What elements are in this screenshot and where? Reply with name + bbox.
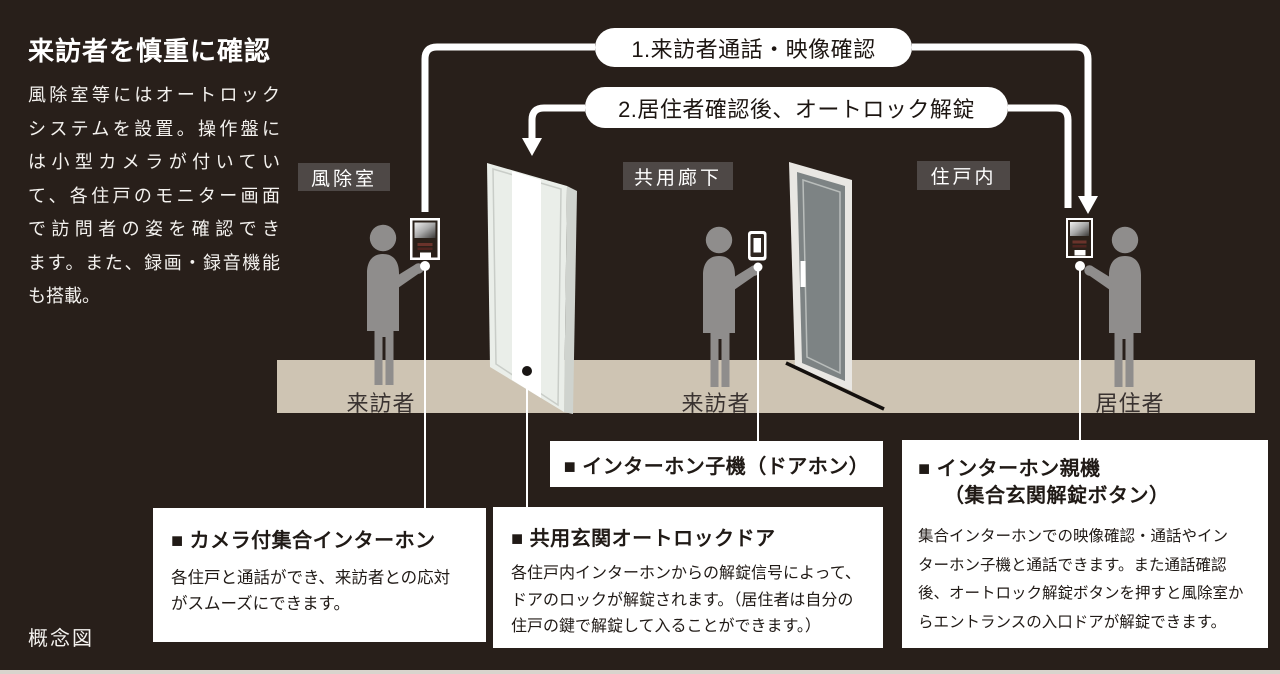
description-line: は小型カメラが付いてい xyxy=(28,152,280,172)
callout-parent-intercom-body: 集合インターホンでの映像確認・通話やイン ターホン子機と通話できます。また通話確… xyxy=(918,523,1252,637)
callout-camera-intercom-body: 各住戸と通話ができ、来訪者との応対 がスムーズにできます。 xyxy=(171,565,468,617)
diagram-description: 風除室等にはオートロック システムを設置。操作盤に は小型カメラが付いてい て、… xyxy=(28,79,280,314)
concept-figure-caption: 概念図 xyxy=(28,628,94,650)
body-line: 各住戸内インターホンからの解錠信号によって、 xyxy=(511,565,861,582)
body-line: らエントランスの入口ドアが解錠できます。 xyxy=(918,613,1227,631)
description-line: て、各住戸のモニター画面 xyxy=(28,185,280,206)
step2-left-connector xyxy=(528,104,585,139)
body-line: 集合インターホンでの映像確認・通話やイン xyxy=(918,528,1229,545)
description-line: ます。また、録画・録音機能 xyxy=(28,252,280,273)
step1-label: 1.来訪者通話・映像確認 xyxy=(631,36,876,62)
leader-dot-doorphone xyxy=(753,262,763,272)
callout-parent-intercom-title: ■ インターホン親機 （集合玄関解錠ボタン） xyxy=(918,456,1252,510)
title-line: （集合玄関解錠ボタン） xyxy=(944,485,1170,507)
door-threshold-line xyxy=(785,361,885,411)
body-line: 各住戸と通話ができ、来訪者との応対 xyxy=(171,568,451,587)
callout-camera-intercom-title: ■ カメラ付集合インターホン xyxy=(171,530,436,552)
callout-autolock-door-body: 各住戸内インターホンからの解錠信号によって、 ドアのロックが解錠されます。（居住… xyxy=(511,561,865,641)
callout-camera-intercom: ■ カメラ付集合インターホン 各住戸と通話ができ、来訪者との応対 がスムーズにで… xyxy=(153,508,486,642)
floor xyxy=(277,360,1255,413)
callout-autolock-door: ■ 共用玄関オートロックドア 各住戸内インターホンからの解錠信号によって、 ドア… xyxy=(493,507,883,648)
bottom-edge-strip xyxy=(0,670,1280,674)
zone-label-windbreak-room: 風除室 xyxy=(298,163,390,191)
step-connectors xyxy=(421,43,1092,212)
actor-label-visitor-2: 来訪者 xyxy=(681,391,751,416)
step2-banner: 2.居住者確認後、オートロック解錠 xyxy=(585,87,1008,128)
autolock-glass-door xyxy=(487,163,577,414)
camera-intercom-device xyxy=(410,218,440,260)
callout-parent-intercom: ■ インターホン親機 （集合玄関解錠ボタン） 集合インターホンでの映像確認・通話… xyxy=(902,440,1268,648)
step1-right-connector xyxy=(912,43,1092,197)
leader-dot-door-lock xyxy=(522,366,532,376)
body-line: 住戸の鍵で解錠して入ることができます。） xyxy=(511,618,821,635)
description-line: 風除室等にはオートロック xyxy=(28,85,280,105)
step2-label: 2.居住者確認後、オートロック解錠 xyxy=(618,96,975,122)
step2-right-connector xyxy=(1008,104,1072,208)
callout-doorphone-title: ■ インターホン子機（ドアホン） xyxy=(563,455,870,478)
zone-label-inside-dwelling: 住戸内 xyxy=(917,161,1010,190)
parent-intercom-device xyxy=(1066,218,1093,258)
description-line: システムを設置。操作盤に xyxy=(28,118,280,139)
description-line: で訪問者の姿を確認でき xyxy=(28,219,280,239)
callout-leader-lines xyxy=(424,268,1081,508)
body-line: ドアのロックが解錠されます。（居住者は自分の xyxy=(511,591,854,609)
callout-autolock-door-title: ■ 共用玄関オートロックドア xyxy=(511,528,776,550)
doorphone-device xyxy=(748,231,767,261)
title-line: ■ インターホン親機 xyxy=(918,458,1101,480)
leader-dot-camera-intercom xyxy=(420,261,430,271)
body-line: 後、オートロック解錠ボタンを押すと風除室か xyxy=(918,585,1244,602)
description-line: も搭載。 xyxy=(28,286,100,306)
body-line: がスムーズにできます。 xyxy=(171,594,351,613)
diagram-title: 来訪者を慎重に確認 xyxy=(28,36,272,66)
body-line: ターホン子機と通話できます。また通話確認 xyxy=(918,556,1227,574)
door-handle xyxy=(800,261,806,287)
arrow-down-to-door xyxy=(522,138,542,156)
arrow-down-to-parent-intercom xyxy=(1078,196,1098,214)
zone-label-common-corridor: 共用廊下 xyxy=(623,162,733,190)
step1-left-connector xyxy=(421,43,595,212)
actor-label-resident: 居住者 xyxy=(1095,391,1165,416)
leader-dot-parent-intercom xyxy=(1075,261,1085,271)
callout-doorphone: ■ インターホン子機（ドアホン） xyxy=(550,441,883,487)
dwelling-entrance-door xyxy=(785,162,885,411)
actor-label-visitor-1: 来訪者 xyxy=(346,391,416,416)
step1-banner: 1.来訪者通話・映像確認 xyxy=(595,28,912,67)
